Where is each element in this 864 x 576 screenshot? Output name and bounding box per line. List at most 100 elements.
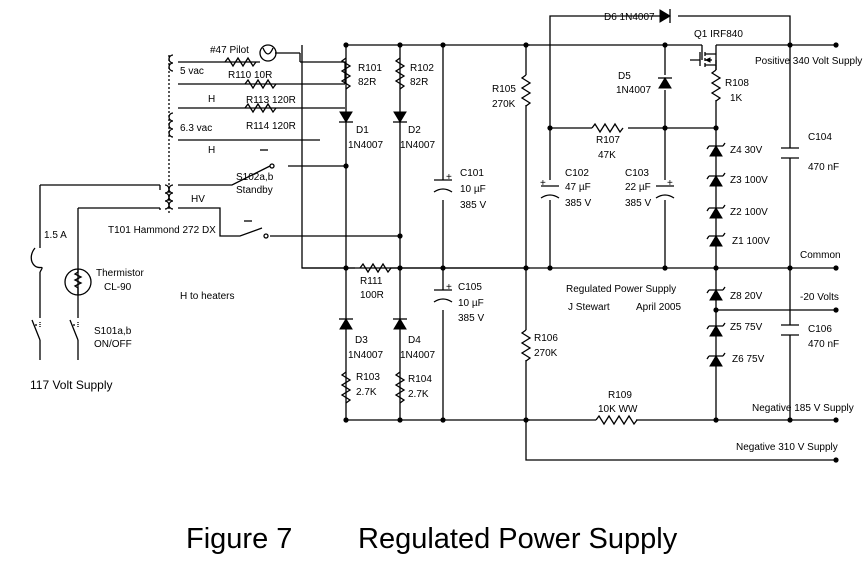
- junction-dots: [343, 42, 839, 463]
- diodes: [339, 9, 672, 330]
- label-d4: D4: [408, 335, 421, 346]
- label-d1-part: 1N4007: [348, 140, 383, 151]
- label-z2: Z2 100V: [730, 207, 768, 218]
- label-c103-val: 22 µF: [625, 182, 651, 193]
- label-neg310: Negative 310 V Supply: [736, 442, 838, 453]
- label-z5: Z5 75V: [730, 322, 763, 333]
- resistor-r107: [591, 122, 624, 134]
- label-r104-val: 2.7K: [408, 389, 429, 400]
- label-r109: R109: [608, 390, 632, 401]
- zener-diodes: [706, 142, 726, 367]
- capacitor-c106: [781, 324, 799, 336]
- label-neg20: -20 Volts: [800, 292, 839, 303]
- capacitor-c101: +: [433, 172, 453, 193]
- label-d1: D1: [356, 125, 369, 136]
- label-c101-v: 385 V: [460, 200, 486, 211]
- label-d3: D3: [355, 335, 368, 346]
- label-heaters: H to heaters: [180, 291, 234, 302]
- pilot-lamp-icon: [259, 44, 277, 62]
- label-r108-val: 1K: [730, 93, 743, 104]
- label-c102: C102: [565, 168, 589, 179]
- switch-s101a: [31, 319, 41, 341]
- label-d6: D6 1N4007: [604, 12, 655, 23]
- label-r104: R104: [408, 374, 432, 385]
- resistor-r106: [520, 329, 532, 362]
- label-neg185: Negative 185 V Supply: [752, 403, 854, 414]
- figure-caption: Figure 7 Regulated Power Supply: [186, 523, 678, 555]
- label-thermistor: Thermistor: [96, 268, 144, 279]
- label-common: Common: [800, 250, 841, 261]
- diode-d5: [658, 77, 672, 89]
- label-credit-title: Regulated Power Supply: [566, 284, 676, 295]
- label-r102-val: 82R: [410, 77, 428, 88]
- resistor-r110: [224, 56, 257, 68]
- capacitor-c105: +: [433, 282, 453, 303]
- label-pos340: Positive 340 Volt Supply: [755, 56, 862, 67]
- caption-title: Regulated Power Supply: [358, 523, 678, 555]
- resistors: [224, 56, 722, 426]
- label-r107: R107: [596, 135, 620, 146]
- resistor-r113: [244, 78, 277, 90]
- wires: [30, 15, 836, 461]
- svg-text:+: +: [446, 172, 452, 183]
- zener-z5: [706, 322, 726, 337]
- capacitor-c102: +: [540, 178, 560, 199]
- label-c101: C101: [460, 168, 484, 179]
- label-r108: R108: [725, 78, 749, 89]
- label-credit-date: April 2005: [636, 302, 681, 313]
- diode-d1: [339, 111, 353, 123]
- label-r105: R105: [492, 84, 516, 95]
- resistor-r114: [244, 102, 277, 114]
- switch-s102b: [244, 220, 269, 239]
- label-hv: HV: [191, 194, 205, 205]
- label-r101-val: 82R: [358, 77, 376, 88]
- label-z4: Z4 30V: [730, 145, 763, 156]
- label-117v: 117 Volt Supply: [30, 378, 113, 392]
- label-z8: Z8 20V: [730, 291, 763, 302]
- thermistor-icon: [64, 268, 92, 296]
- diode-d2: [393, 111, 407, 123]
- label-r110: R110 10R: [228, 70, 272, 81]
- label-r106: R106: [534, 333, 558, 344]
- switch-s101b: [69, 319, 79, 341]
- label-c104-val: 470 nF: [808, 162, 839, 173]
- label-d5-part: 1N4007: [616, 85, 651, 96]
- label-c101-val: 10 µF: [460, 184, 486, 195]
- resistor-r103: [340, 371, 352, 404]
- svg-text:+: +: [446, 282, 452, 293]
- capacitor-c104: [781, 147, 799, 159]
- zener-z8: [706, 286, 726, 301]
- transformer-t101: [164, 54, 174, 215]
- label-c103: C103: [625, 168, 649, 179]
- label-z6: Z6 75V: [732, 354, 765, 365]
- label-r109-val: 10K WW: [598, 404, 638, 415]
- label-fuse: 1.5 A: [44, 230, 67, 241]
- label-c105: C105: [458, 282, 482, 293]
- labels: #47 Pilot 5 vac R110 10R H R113 120R 6.3…: [30, 12, 862, 453]
- resistor-r111: [359, 262, 392, 274]
- label-cl90: CL-90: [104, 282, 132, 293]
- label-z3: Z3 100V: [730, 175, 768, 186]
- resistor-r109: [595, 414, 638, 426]
- label-c106: C106: [808, 324, 832, 335]
- switches: [31, 149, 275, 341]
- label-d3-part: 1N4007: [348, 350, 383, 361]
- label-s102a: S102a,b: [236, 172, 274, 183]
- zener-z2: [706, 204, 726, 219]
- label-r101: R101: [358, 63, 382, 74]
- label-r113: R113 120R: [246, 95, 296, 106]
- resistor-r108: [710, 69, 722, 102]
- label-d4-part: 1N4007: [400, 350, 435, 361]
- label-c103-v: 385 V: [625, 198, 651, 209]
- svg-text:+: +: [667, 178, 673, 189]
- label-r105-val: 270K: [492, 99, 516, 110]
- resistor-r102: [394, 57, 406, 90]
- label-h-top: H: [208, 94, 215, 105]
- label-r111-val: 100R: [360, 290, 384, 301]
- switch-s102a: [260, 149, 275, 169]
- diode-d3: [339, 318, 353, 330]
- label-d2-part: 1N4007: [400, 140, 435, 151]
- resistor-r101: [340, 57, 352, 90]
